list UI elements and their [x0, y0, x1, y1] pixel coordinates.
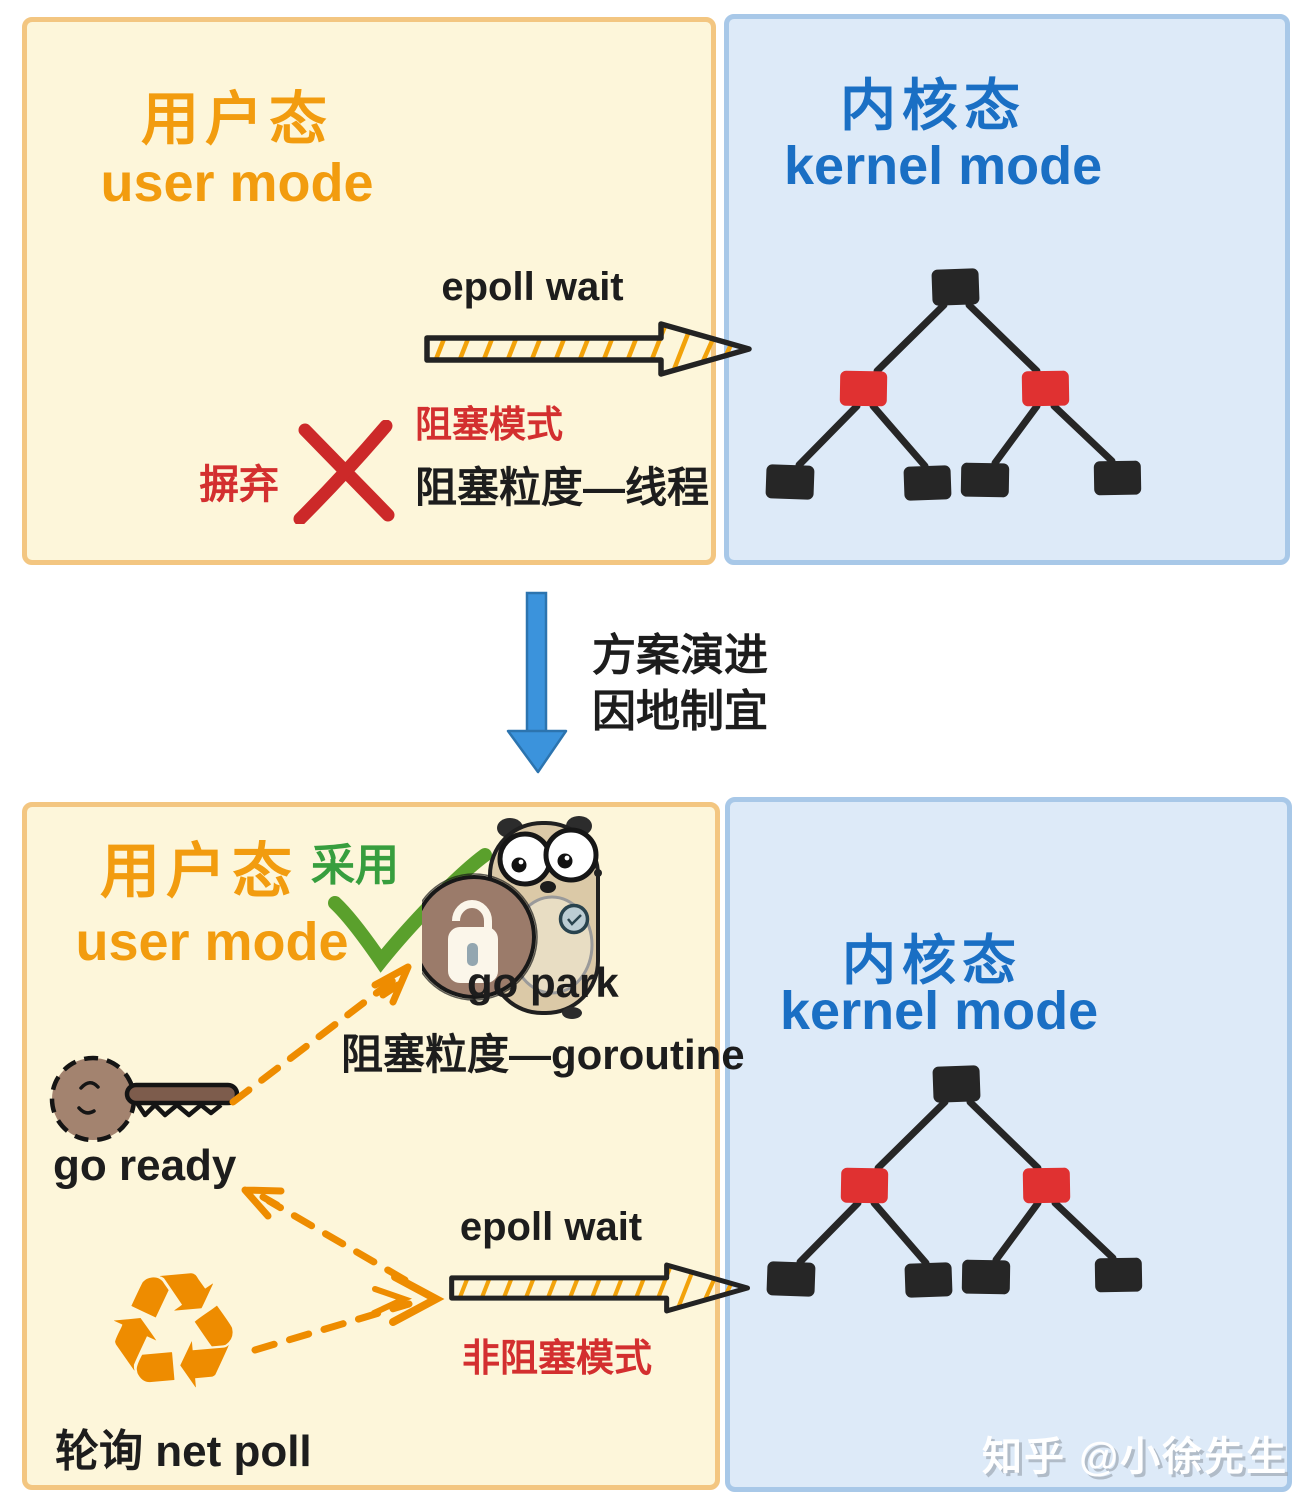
- blocking-mode-label: 阻塞模式: [415, 404, 563, 445]
- net-poll-label: 轮询 net poll: [55, 1427, 312, 1476]
- blocking-granularity-thread-label: 阻塞粒度—线程: [415, 464, 710, 511]
- top-user-mode-panel: 用户态 user mode epoll wait 阻塞模式 阻塞粒度—线程 摒弃: [22, 17, 752, 565]
- transition-line2: 因地制宜: [592, 687, 768, 736]
- epoll-wait-arrow-icon: [449, 1262, 751, 1314]
- red-black-tree-icon: [766, 1065, 1143, 1298]
- bottom-kernel-mode-panel: 内核态 kernel mode 知乎 @小徐先生: [725, 797, 1292, 1492]
- transition-line1: 方案演进: [592, 631, 768, 680]
- red-black-tree-icon: [765, 268, 1142, 501]
- bottom-kernel-title-zh: 内核态: [842, 931, 1022, 991]
- top-kernel-title-en: kernel mode: [784, 136, 1103, 196]
- gopher-with-lock-icon: [422, 816, 602, 1019]
- transition-caption: 方案演进 因地制宜: [592, 628, 768, 740]
- go-ready-label: go ready: [53, 1141, 237, 1190]
- bottom-user-mode-panel: 用户态 user mode 采用 go park 阻塞粒: [22, 802, 751, 1490]
- top-kernel-mode-panel: 内核态 kernel mode: [724, 14, 1290, 565]
- bottom-user-title-zh: 用户态: [100, 838, 298, 905]
- top-user-title-en: user mode: [100, 153, 374, 213]
- recycle-icon: ♻: [93, 1237, 254, 1430]
- watermark: 知乎 @小徐先生: [982, 1435, 1289, 1479]
- bottom-kernel-title-en: kernel mode: [780, 981, 1099, 1041]
- top-user-title-zh: 用户态: [140, 87, 333, 152]
- bottom-epoll-wait-label: epoll wait: [459, 1205, 643, 1249]
- blocking-granularity-goroutine-label: 阻塞粒度—goroutine: [341, 1031, 745, 1078]
- red-x-mark-icon: [293, 420, 395, 524]
- adopt-label: 采用: [311, 841, 399, 890]
- nonblocking-mode-label: 非阻塞模式: [461, 1338, 652, 1380]
- abandon-label: 摒弃: [199, 463, 279, 507]
- top-epoll-wait-label: epoll wait: [441, 265, 624, 309]
- top-kernel-title-zh: 内核态: [840, 74, 1026, 137]
- key-icon: [49, 1055, 240, 1143]
- epoll-wait-arrow-icon: [424, 321, 752, 377]
- go-park-label: go park: [467, 959, 619, 1006]
- bottom-user-title-en: user mode: [75, 912, 349, 972]
- evolution-down-arrow-icon: [506, 591, 568, 774]
